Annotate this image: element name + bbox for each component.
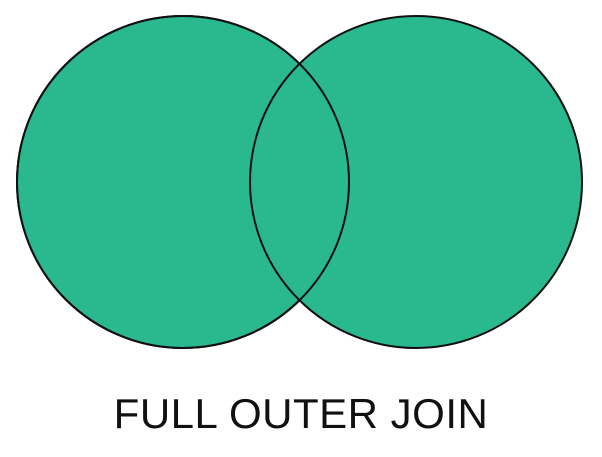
intersection-boundary-arc	[16, 15, 350, 349]
diagram-caption: FULL OUTER JOIN	[113, 390, 489, 437]
right-table-circle	[249, 15, 583, 349]
